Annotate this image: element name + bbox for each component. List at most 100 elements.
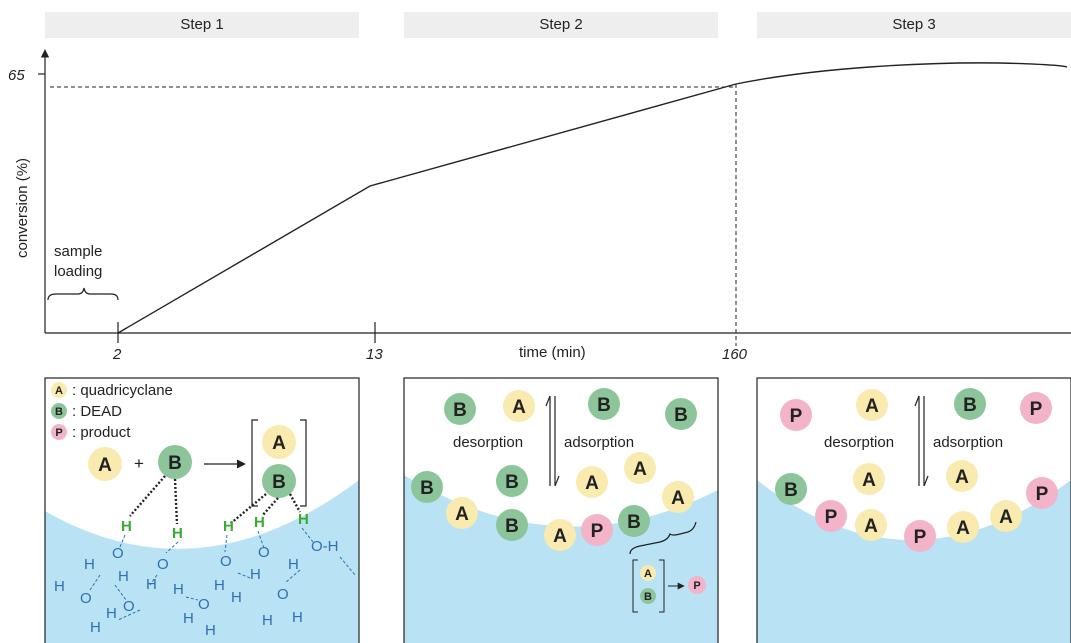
panel-2-molecule-label-5: A	[455, 504, 469, 525]
panel-2-molecule-a-11	[544, 519, 576, 551]
water-atom-7: O	[258, 544, 270, 561]
sample-loading-line1: sample	[54, 243, 102, 260]
legend-b-label: : DEAD	[72, 403, 122, 420]
panel-3-molecule-label-12: A	[999, 507, 1013, 528]
panel-2-molecule-label-8: A	[633, 459, 647, 480]
step-1-header: Step 1	[45, 12, 359, 38]
panel-3-molecule-a-4	[853, 463, 885, 495]
panel-2-molecule-a-1	[503, 390, 535, 422]
panel-2-molecule-a-7	[576, 466, 608, 498]
panel-3-molecule-b-2	[954, 388, 986, 420]
panel-3-molecule-label-4: A	[862, 470, 876, 491]
panel-2-brace	[629, 521, 697, 555]
panel-3-molecule-b-6	[775, 473, 807, 505]
panel-3-equilibrium-arrows	[914, 395, 929, 487]
legend-a-ball	[51, 382, 67, 398]
inset-bracket-left	[632, 559, 638, 613]
complex-bracket-right	[300, 419, 307, 507]
panel-3-adsorption: adsorption	[933, 434, 1003, 451]
plus-sign: +	[134, 454, 144, 473]
step-2-header: Step 2	[404, 12, 718, 38]
panel-2-molecule-label-1: A	[512, 397, 526, 418]
water-atom-19: H	[262, 612, 273, 629]
water-atom-15: O	[198, 596, 210, 613]
water-dashes	[89, 527, 356, 621]
x-tick-label-2: 2	[112, 346, 122, 363]
water-atom-18: O	[277, 586, 289, 603]
panel-3-molecule-label-6: B	[784, 480, 798, 501]
panel-1-frame	[44, 377, 360, 643]
sample-loading-brace	[47, 287, 119, 301]
inset-b-ball	[640, 588, 656, 604]
panel-2-molecule-b-2	[588, 388, 620, 420]
water-atom-9: H	[54, 578, 65, 595]
panel-3-molecule-label-10: P	[914, 527, 927, 548]
complex-b-symbol: B	[272, 472, 286, 493]
water-atom-16: H	[183, 610, 194, 627]
legend-b-symbol: B	[55, 406, 63, 418]
inset-bracket-right	[659, 559, 665, 613]
panel-3-molecule-p-8	[815, 500, 847, 532]
reactant-a-ball	[88, 447, 122, 481]
h-label-3: H	[223, 518, 234, 535]
sample-loading-line2: loading	[54, 263, 102, 280]
complex-bracket-left	[251, 419, 258, 507]
water-atom-23: H	[231, 589, 242, 606]
reactant-b-ball	[158, 445, 192, 479]
panel-3-molecule-label-5: A	[955, 467, 969, 488]
water-surface-1	[45, 480, 359, 643]
panel-step-1: A : quadricyclane B : DEAD P : product A…	[44, 377, 360, 643]
legend-b-ball	[51, 403, 67, 419]
hbond-lines	[129, 475, 302, 525]
panel-2-molecule-b-4	[411, 471, 443, 503]
water-atom-3: O	[157, 556, 169, 573]
panel-2-desorption: desorption	[453, 434, 523, 451]
water-atom-17: H	[205, 622, 216, 639]
x-tick-label-160: 160	[722, 346, 748, 363]
panel-2-molecule-label-4: B	[420, 478, 434, 499]
panel-2-molecule-p-12	[581, 514, 613, 546]
panel-3-molecule-label-11: A	[956, 518, 970, 539]
legend-p-label: : product	[72, 424, 131, 441]
legend-p-symbol: P	[55, 427, 62, 439]
legend: A : quadricyclane B : DEAD P : product	[51, 382, 173, 441]
panel-3-molecule-p-0	[780, 399, 812, 431]
panel-3-molecule-label-8: P	[825, 507, 838, 528]
panel-2-molecule-b-3	[665, 398, 697, 430]
inset-b-symbol: B	[644, 591, 652, 603]
water-surface-2	[404, 475, 718, 643]
panel-2-molecule-a-8	[624, 452, 656, 484]
panel-2-molecule-label-7: A	[585, 473, 599, 494]
complex-b-ball	[262, 464, 296, 498]
water-atom-11: H	[90, 619, 101, 636]
inset-p-symbol: P	[693, 580, 700, 592]
water-atom-1: H	[84, 556, 95, 573]
panel-2-molecule-a-5	[446, 497, 478, 529]
reactant-a-symbol: A	[98, 455, 112, 476]
water-atom-5: O	[220, 553, 232, 570]
panel-2-adsorption: adsorption	[564, 434, 634, 451]
panel-2-molecule-label-10: B	[505, 516, 519, 537]
water-atom-2: H	[118, 568, 129, 585]
panel-3-molecule-p-10	[904, 520, 936, 552]
h-label-1: H	[121, 518, 132, 535]
complex-a-ball	[262, 425, 296, 459]
panel-3-molecule-label-9: A	[864, 516, 878, 537]
reactant-b-symbol: B	[168, 453, 182, 474]
panel-2-molecule-label-12: P	[591, 521, 604, 542]
panel-3-frame	[756, 377, 1071, 643]
panel-2-molecule-b-13	[618, 505, 650, 537]
water-atom-4: H	[146, 576, 157, 593]
panel-2-molecule-label-2: B	[597, 395, 611, 416]
panel-2-molecule-b-6	[496, 465, 528, 497]
panel-3-molecule-label-1: A	[865, 396, 879, 417]
panel-2-molecule-label-0: B	[453, 400, 467, 421]
x-axis-label: time (min)	[519, 344, 586, 361]
water-atom-12: O	[123, 598, 135, 615]
panel-2-molecule-label-3: B	[674, 405, 688, 426]
legend-p-ball	[51, 424, 67, 440]
